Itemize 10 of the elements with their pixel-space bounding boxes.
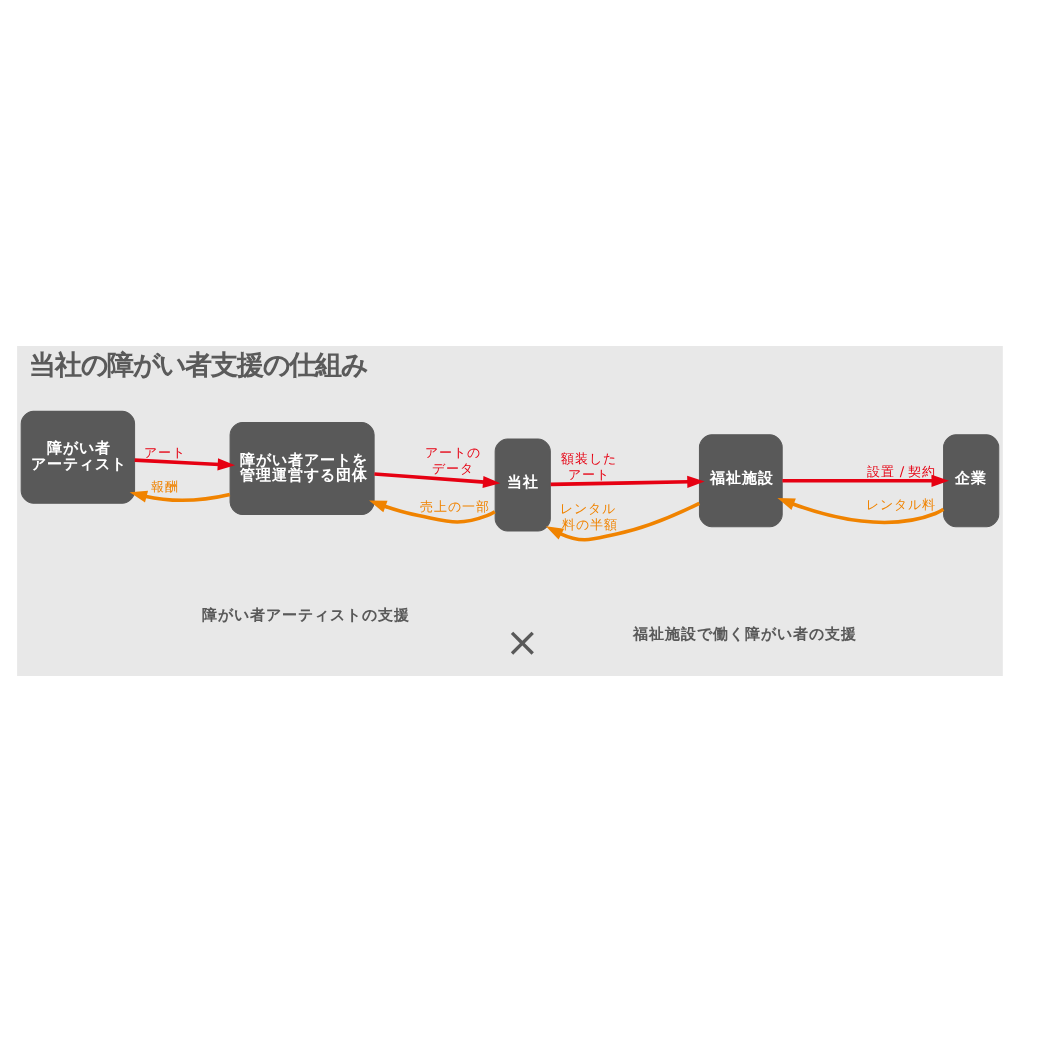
arrow [374,471,501,488]
arrow [777,497,945,524]
label: × [505,616,540,665]
arrow [545,500,701,541]
arrow [550,474,705,487]
arrow [369,499,496,523]
diagram-title: 当社の障がい者支援の仕組み [29,351,368,382]
arrow [782,473,949,486]
arrow [134,457,236,470]
arrow [129,489,231,502]
